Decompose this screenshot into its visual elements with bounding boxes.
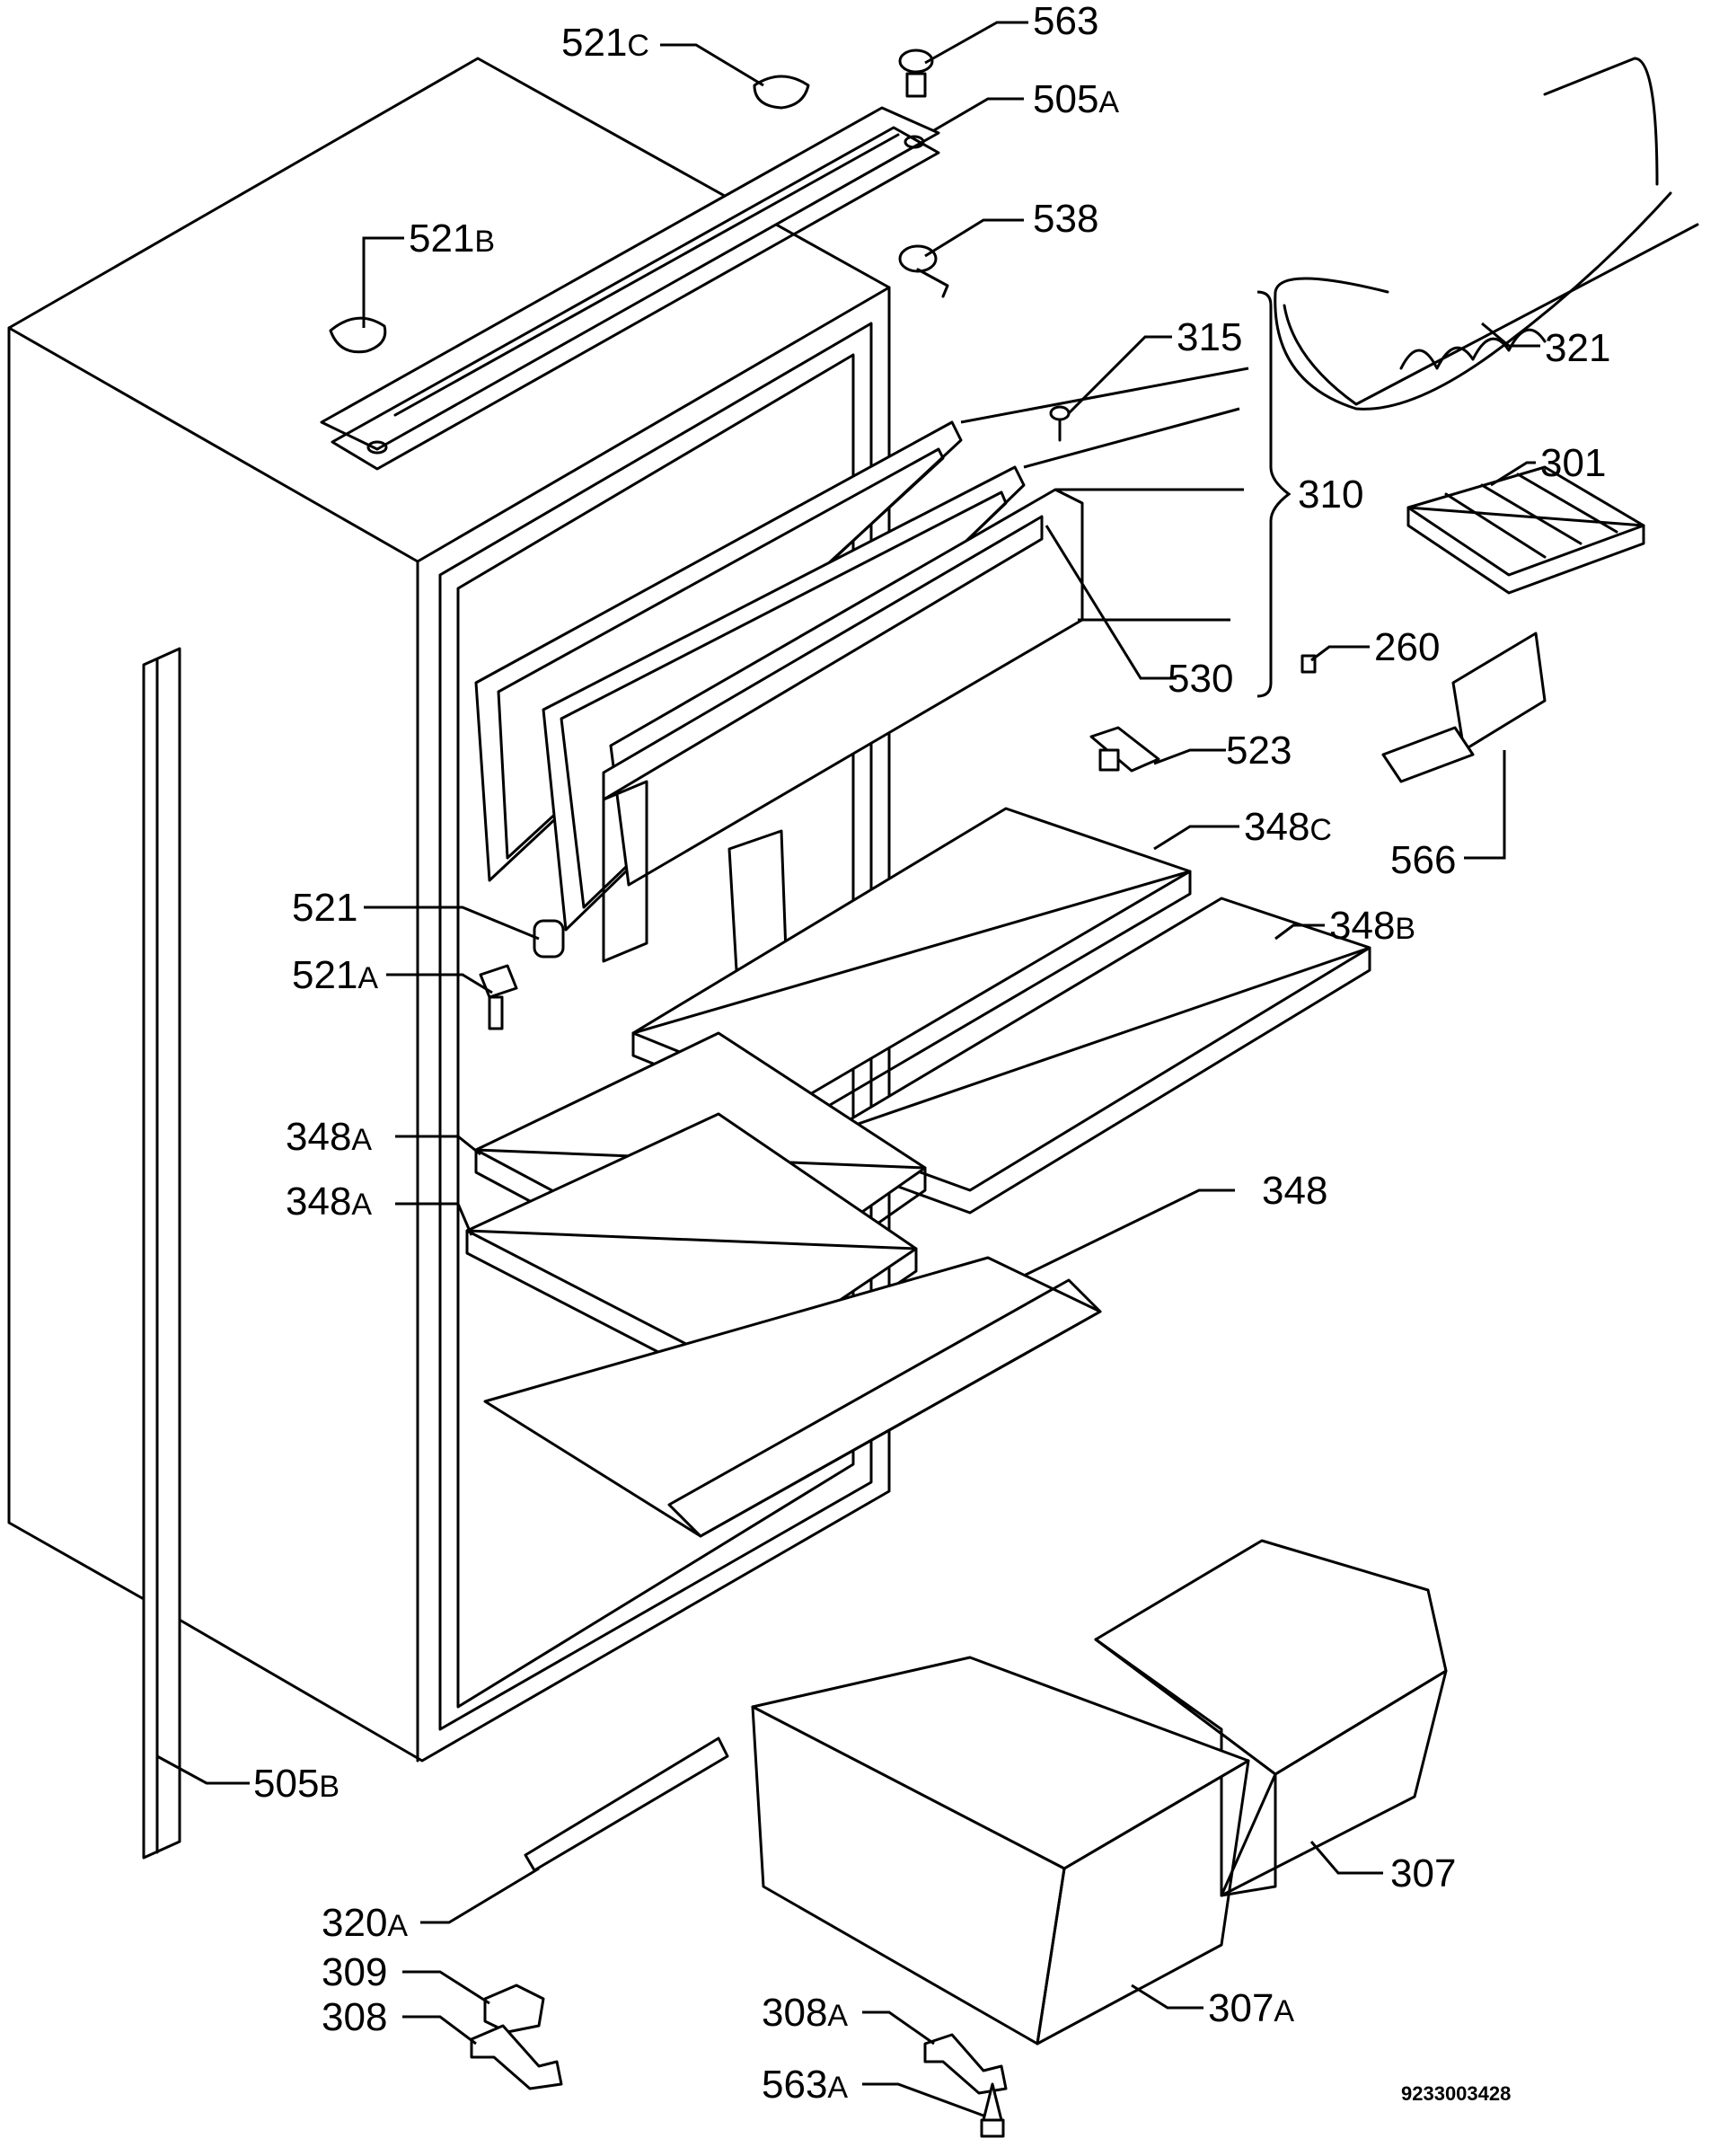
part-505b-vertical-trim bbox=[142, 647, 181, 1860]
label-505b: 505B bbox=[253, 1762, 339, 1806]
label-308a: 308A bbox=[762, 1991, 848, 2035]
part-538-hinge bbox=[898, 244, 949, 298]
part-523-lamp-holder bbox=[1089, 726, 1160, 773]
part-308-bracket bbox=[470, 2024, 563, 2090]
label-308: 308 bbox=[322, 1995, 387, 2039]
label-309: 309 bbox=[322, 1950, 387, 1994]
part-505a-top-trim bbox=[320, 106, 940, 471]
label-310: 310 bbox=[1298, 473, 1363, 517]
label-563: 563 bbox=[1033, 0, 1098, 43]
part-307a-crisper-drawer bbox=[751, 1656, 1250, 2046]
part-315-screw bbox=[1049, 405, 1071, 442]
part-348-bottom-glass bbox=[483, 1256, 1102, 1538]
label-566: 566 bbox=[1390, 838, 1456, 882]
drawing-code: 9233003428 bbox=[1401, 2082, 1511, 2105]
label-348c: 348C bbox=[1244, 805, 1332, 849]
part-307-crisper-drawer bbox=[1094, 1539, 1448, 1897]
label-348a-1: 348A bbox=[286, 1115, 372, 1159]
label-538: 538 bbox=[1033, 197, 1098, 241]
callout-labels: 521C 563 505A 521B 538 321 315 310 301 2… bbox=[253, 0, 1610, 2107]
part-310-door-assembly bbox=[474, 420, 1084, 932]
label-521b: 521B bbox=[409, 216, 495, 261]
label-315: 315 bbox=[1177, 315, 1242, 359]
part-563-screw bbox=[898, 49, 934, 98]
label-321: 321 bbox=[1545, 326, 1610, 370]
part-321-wire-rack bbox=[1274, 57, 1699, 411]
label-348a-2: 348A bbox=[286, 1180, 372, 1224]
part-320a-rail bbox=[524, 1736, 729, 1872]
label-521a: 521A bbox=[292, 953, 378, 997]
part-521a-fixing bbox=[479, 964, 518, 1030]
label-521: 521 bbox=[292, 886, 357, 930]
label-530: 530 bbox=[1168, 657, 1233, 701]
part-308a-bracket bbox=[923, 2033, 1008, 2095]
part-530-frame bbox=[602, 515, 1044, 972]
label-260: 260 bbox=[1374, 625, 1440, 669]
label-521c: 521C bbox=[561, 21, 649, 65]
cabinet-body bbox=[7, 57, 891, 1763]
label-348b: 348B bbox=[1329, 904, 1415, 948]
label-505a: 505A bbox=[1033, 77, 1119, 121]
part-521c-cap bbox=[753, 75, 810, 110]
part-309-button bbox=[483, 1984, 545, 2034]
part-566-ice-scraper bbox=[1381, 632, 1547, 783]
label-348: 348 bbox=[1262, 1169, 1327, 1213]
label-563a: 563A bbox=[762, 2063, 848, 2107]
label-523: 523 bbox=[1226, 729, 1292, 773]
part-521-knob bbox=[533, 919, 565, 959]
label-307a: 307A bbox=[1208, 1986, 1294, 2030]
part-301-ice-tray bbox=[1406, 465, 1645, 595]
leader-lines bbox=[156, 21, 1540, 2117]
part-521b-cap bbox=[329, 316, 387, 354]
label-301: 301 bbox=[1540, 441, 1606, 485]
label-320a: 320A bbox=[322, 1901, 408, 1945]
part-563a-screw bbox=[980, 2082, 1005, 2138]
label-307: 307 bbox=[1390, 1851, 1456, 1895]
